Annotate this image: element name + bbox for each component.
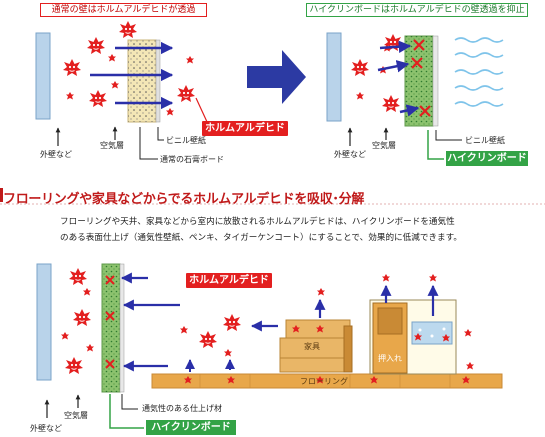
closet-label: 押入れ: [378, 354, 402, 363]
section-paragraph: フローリングや天井、家具などから室内に放散されるホルムアルデヒドは、ハイクリンボ…: [60, 214, 540, 246]
outer-wall-left: [35, 32, 51, 120]
finish-material-label: 通気性のある仕上げ材: [142, 404, 222, 413]
furniture-label: 家具: [304, 342, 320, 351]
vinyl-wallpaper-right: [432, 35, 439, 127]
bottom-air-layer-label: 空気層: [64, 411, 88, 420]
top-left-panel: [35, 20, 209, 160]
paragraph-line-2: のある表面仕上げ（通気性壁紙、ペンキ、タイガーケンコート）にすることで、効果的に…: [60, 233, 462, 243]
top-right-header: ハイクリンボードはホルムアルデヒドの壁透過を抑止: [306, 3, 528, 17]
top-left-air-layer-label: 空気層: [100, 141, 124, 150]
top-right-board-label: ハイクリンボード: [446, 151, 528, 166]
bottom-board-label: ハイクリンボード: [146, 420, 236, 435]
bottom-outer-wall-label: 外壁など: [30, 424, 62, 433]
furniture: [279, 319, 353, 373]
paragraph-line-1: フローリングや天井、家具などから室内に放散されるホルムアルデヒドは、ハイクリンボ…: [60, 217, 455, 227]
flooring-label: フローリング: [300, 377, 348, 386]
top-left-gypsum-label: 通常の石膏ボード: [160, 155, 224, 164]
closet: [369, 299, 457, 375]
formaldehyde-label-bottom: ホルムアルデヒド: [186, 273, 272, 288]
section-title: フローリングや家具などからでるホルムアルデヒドを吸収･分解: [3, 192, 365, 207]
top-left-outer-wall-label: 外壁など: [40, 150, 72, 159]
top-right-vinyl-label: ビニル壁紙: [465, 136, 505, 145]
flooring: [151, 373, 503, 389]
top-right-outer-wall-label: 外壁など: [334, 150, 366, 159]
bottom-panel: [36, 263, 503, 429]
formaldehyde-label-top: ホルムアルデヒド: [202, 121, 288, 136]
vinyl-wallpaper: [155, 39, 161, 123]
top-right-panel: [326, 32, 504, 160]
top-left-header: 通常の壁はホルムアルデヒドが透過: [40, 3, 207, 17]
big-arrow: [247, 50, 306, 104]
outer-wall-right: [326, 32, 342, 122]
outer-wall-bottom: [36, 263, 52, 381]
top-left-vinyl-label: ビニル壁紙: [166, 136, 206, 145]
top-right-air-layer-label: 空気層: [372, 141, 396, 150]
